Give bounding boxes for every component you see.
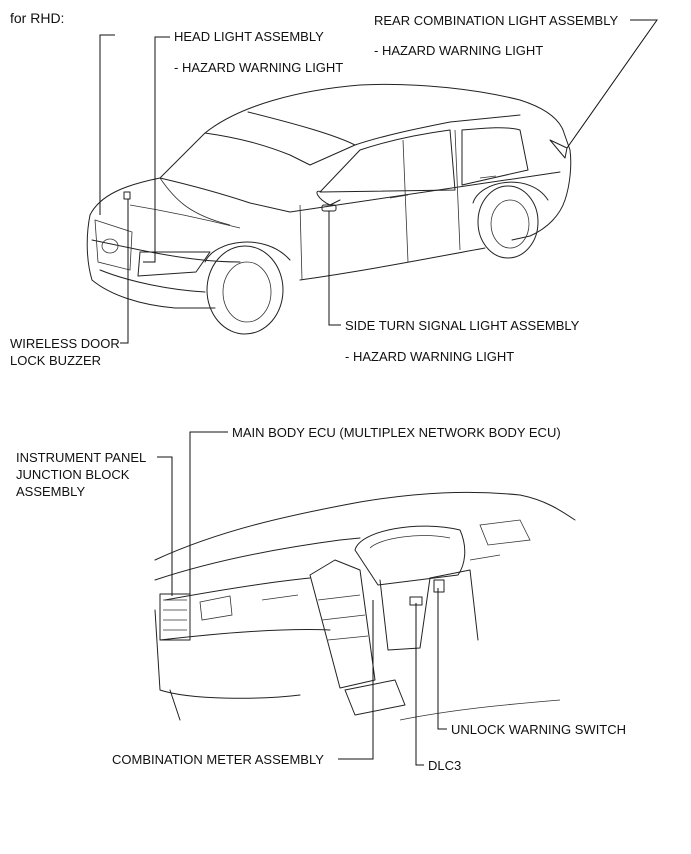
head-light-label: HEAD LIGHT ASSEMBLY [174, 29, 324, 44]
combination-meter-label: COMBINATION METER ASSEMBLY [112, 752, 324, 767]
leader-lines [99, 19, 658, 766]
rear-combination-sub-label: - HAZARD WARNING LIGHT [374, 43, 544, 58]
main-body-ecu-label: MAIN BODY ECU (MULTIPLEX NETWORK BODY EC… [232, 425, 561, 440]
page-title: for RHD: [10, 10, 65, 26]
car-illustration [86, 83, 572, 335]
junction-block-label-line2: JUNCTION BLOCK [16, 467, 130, 482]
junction-block-label-line3: ASSEMBLY [16, 484, 86, 499]
dashboard-illustration [154, 491, 576, 721]
head-light-sub-label: - HAZARD WARNING LIGHT [174, 60, 344, 75]
buzzer-label-line1: WIRELESS DOOR [10, 336, 120, 351]
side-turn-label: SIDE TURN SIGNAL LIGHT ASSEMBLY [345, 318, 580, 333]
side-turn-sub-label: - HAZARD WARNING LIGHT [345, 349, 515, 364]
rear-combination-label: REAR COMBINATION LIGHT ASSEMBLY [374, 13, 619, 28]
dlc3-label: DLC3 [428, 758, 462, 773]
buzzer-label-line2: LOCK BUZZER [10, 353, 102, 368]
unlock-switch-label: UNLOCK WARNING SWITCH [451, 722, 627, 737]
junction-block-label-line1: INSTRUMENT PANEL [16, 450, 147, 465]
